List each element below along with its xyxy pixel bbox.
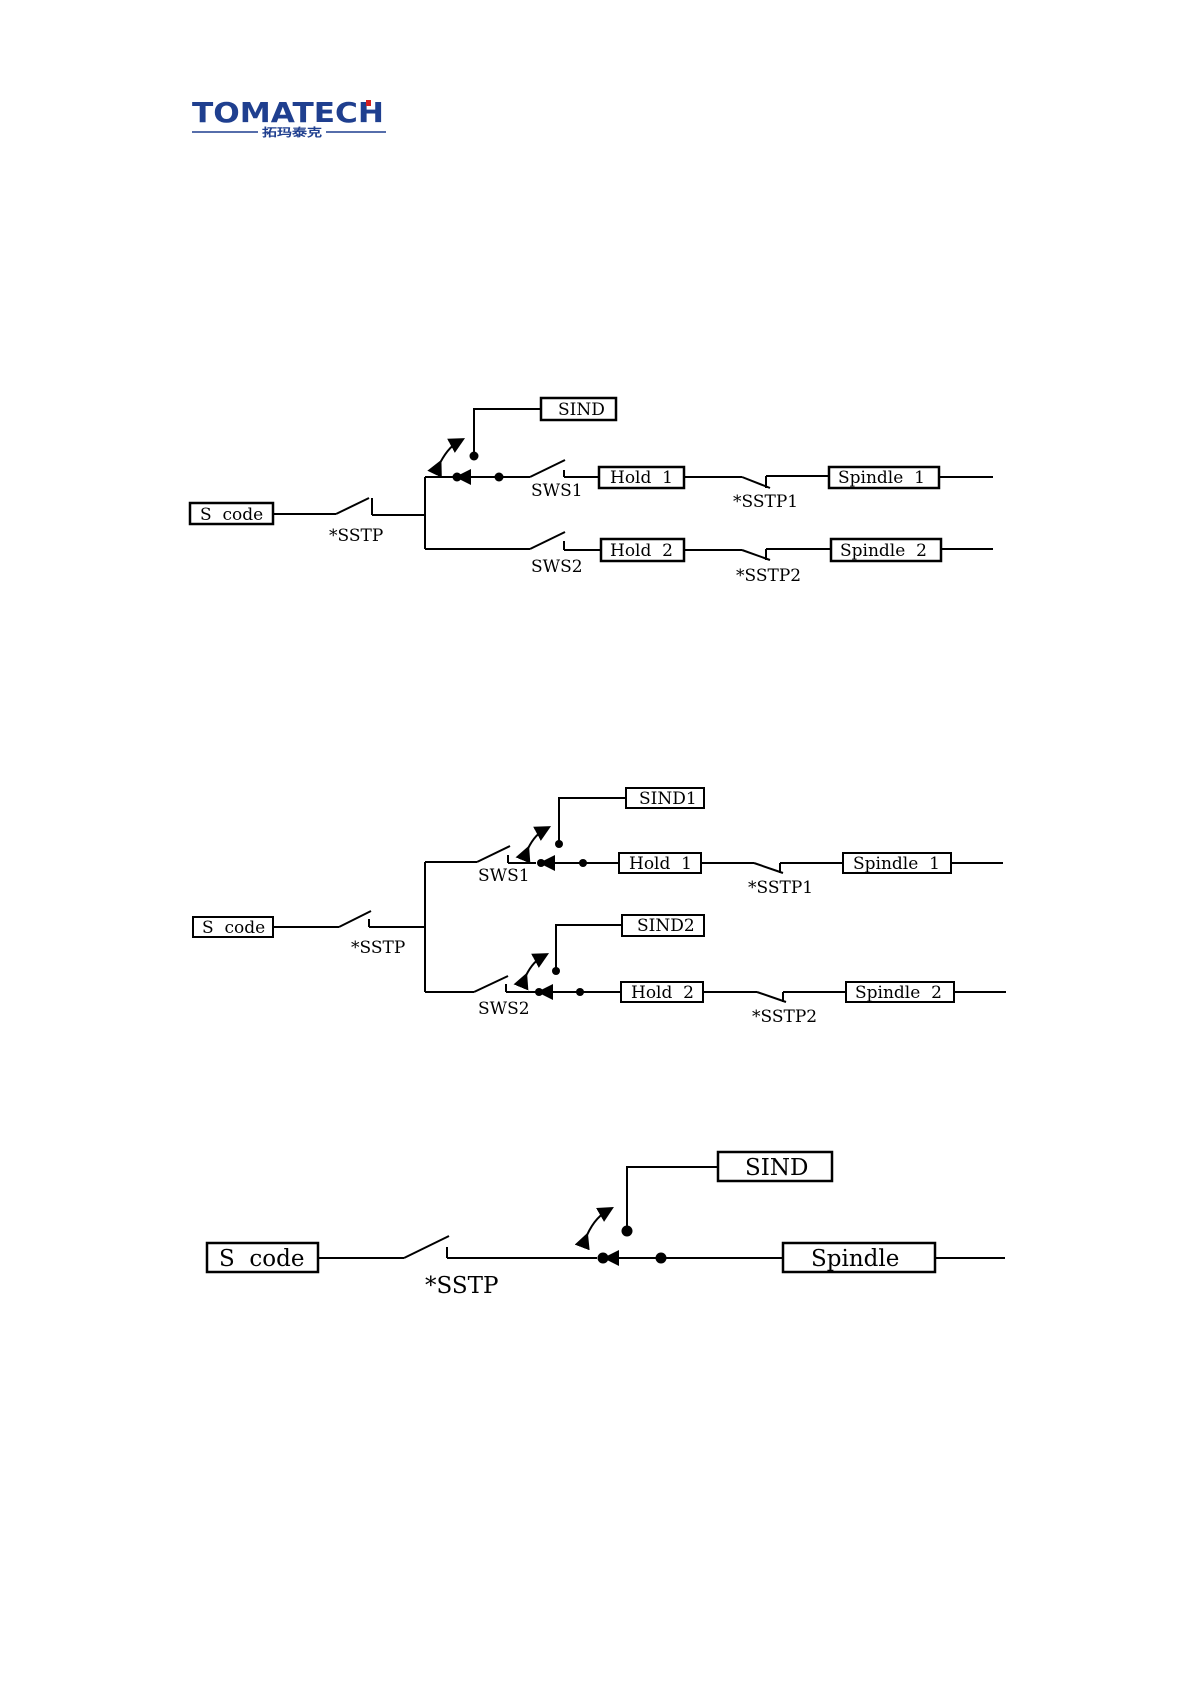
- sws1-label: SWS1: [478, 866, 530, 886]
- hold2-label: Hold 2: [610, 541, 673, 561]
- sws1-label: SWS1: [531, 481, 583, 501]
- sstp-label: *SSTP: [329, 526, 383, 546]
- selector2-common-node: [535, 988, 543, 996]
- selector-toggle-arrow: [438, 442, 458, 467]
- sind1-label: SIND1: [639, 789, 697, 809]
- sws2-switch-blade: [474, 976, 508, 992]
- sind2-label: SIND2: [637, 916, 695, 936]
- selector-common-node: [598, 1253, 609, 1264]
- s-code-label: S code: [202, 918, 265, 938]
- sind-label: SIND: [745, 1155, 808, 1181]
- sstp1-label: *SSTP1: [733, 492, 798, 512]
- sstp2-label: *SSTP2: [752, 1007, 817, 1027]
- sind-label: SIND: [558, 400, 605, 420]
- logo-chinese-name: 拓玛泰克: [262, 125, 322, 139]
- sind-wire: [474, 409, 541, 456]
- sstp2-switch-blade: [757, 992, 786, 1002]
- selector-common-node: [453, 473, 462, 482]
- sstp-switch-blade: [404, 1236, 449, 1258]
- spindle1-label: Spindle 1: [853, 854, 940, 874]
- hold1-label: Hold 1: [629, 854, 692, 874]
- diagram-dual-sind-two-spindles: S code *SSTP SWS1 SIND1 Hold 1 *SSTP1 Sp…: [193, 788, 1006, 1027]
- hold2-label: Hold 2: [631, 983, 694, 1003]
- sstp-label: *SSTP: [425, 1273, 498, 1299]
- diagram-single-sind-two-spindles: S code *SSTP SIND SWS1 Hold 1 *SSTP1 Spi…: [190, 398, 993, 586]
- sstp2-label: *SSTP2: [736, 566, 801, 586]
- spindle2-label: Spindle 2: [840, 541, 927, 561]
- sind2-wire: [556, 925, 622, 971]
- selector2-toggle-arrow: [524, 957, 542, 980]
- sstp1-label: *SSTP1: [748, 878, 813, 898]
- spindle2-label: Spindle 2: [855, 983, 942, 1003]
- sws1-switch-blade: [477, 846, 510, 862]
- diagram-single-spindle: S code *SSTP SIND Spindle: [207, 1152, 1005, 1299]
- spindle1-label: Spindle 1: [838, 468, 925, 488]
- sstp-label: *SSTP: [351, 938, 405, 958]
- spindle-label: Spindle: [811, 1246, 899, 1272]
- logo-accent-mark: [366, 100, 371, 106]
- s-code-label: S code: [219, 1246, 304, 1272]
- selector-toggle-arrow: [585, 1211, 607, 1240]
- selector1-common-node: [537, 859, 545, 867]
- sws2-label: SWS2: [531, 557, 583, 577]
- sws2-switch-blade: [530, 532, 565, 549]
- selector1-toggle-arrow: [526, 830, 544, 853]
- s-code-label: S code: [200, 505, 263, 525]
- hold1-label: Hold 1: [610, 468, 673, 488]
- sws2-label: SWS2: [478, 999, 530, 1019]
- sstp-switch-blade: [336, 498, 369, 514]
- tomatech-logo: TOMATECH 拓玛泰克: [192, 96, 386, 139]
- sind-wire: [627, 1167, 718, 1231]
- sstp1-switch-blade: [754, 863, 783, 873]
- sstp-switch-blade: [339, 911, 371, 927]
- sws1-switch-blade: [530, 460, 565, 477]
- logo-name: TOMATECH: [192, 96, 384, 129]
- sind1-wire: [559, 798, 626, 844]
